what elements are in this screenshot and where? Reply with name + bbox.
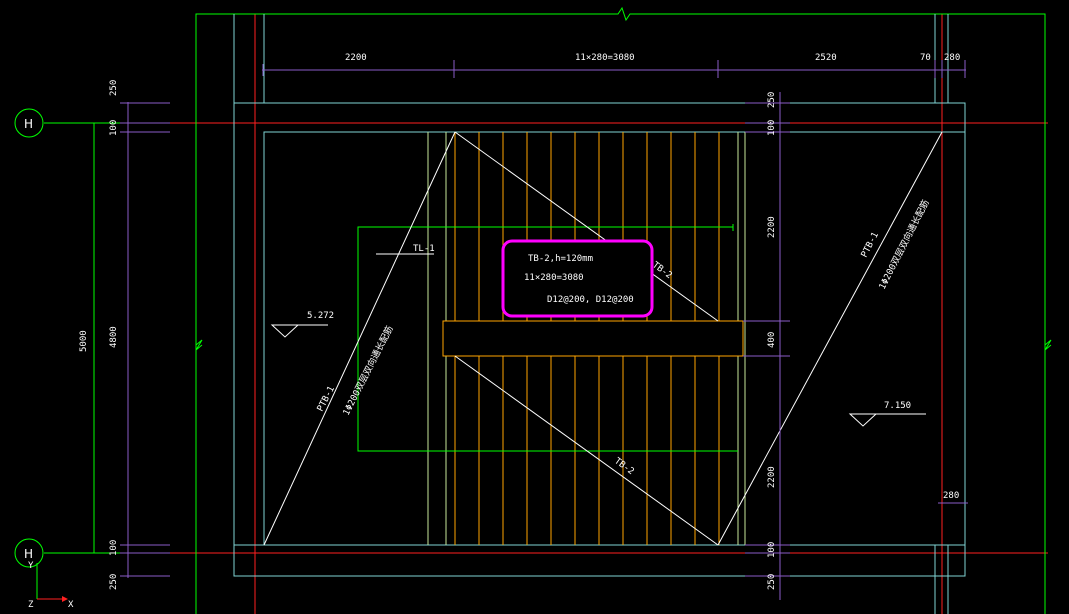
svg-text:H: H [24, 117, 33, 131]
dim-right-250-top: 250 [767, 92, 777, 108]
dim-right-100-top: 100 [767, 120, 777, 136]
svg-text:Y: Y [28, 561, 34, 571]
svg-text:H: H [24, 547, 33, 561]
tl-label: TL-1 [413, 244, 435, 254]
dim-top-280: 280 [944, 53, 960, 63]
highlight-line-3: D12@200, D12@200 [547, 295, 634, 305]
dim-top-2520: 2520 [815, 53, 837, 63]
svg-text:7.150: 7.150 [884, 401, 911, 411]
svg-text:Z: Z [28, 600, 34, 610]
right-dimension-chain [745, 92, 968, 600]
dim-left-4800: 4800 [109, 326, 119, 348]
dim-right-280: 280 [943, 491, 959, 501]
inner-structure [233, 14, 966, 614]
dim-right-250-bottom: 250 [767, 574, 777, 590]
slab-diagonals [263, 131, 943, 546]
dim-left-100-bottom: 100 [109, 540, 119, 556]
dim-top-2200: 2200 [345, 53, 367, 63]
dim-left-250-top: 250 [109, 80, 119, 96]
elevation-marker-left: 5.272 [270, 311, 334, 338]
ucs-icon: Y Z X [28, 561, 74, 610]
ptb-right-note: 1Φ200双层双向通长配筋 [876, 198, 932, 292]
dim-right-400: 400 [767, 332, 777, 348]
axis-bubble-top[interactable]: H [14, 108, 44, 138]
axis-lines [44, 14, 1048, 614]
dim-right-100-bottom: 100 [767, 542, 777, 558]
tl-frame [357, 224, 738, 452]
left-dimension-chain [120, 102, 170, 578]
dim-top-70: 70 [920, 53, 931, 63]
highlight-line-1: TB-2,h=120mm [528, 254, 593, 264]
ptb-right-label: PTB-1 [860, 231, 881, 260]
dim-left-100-top: 100 [109, 120, 119, 136]
highlight-box[interactable]: TB-2,h=120mm 11×280=3080 D12@200, D12@20… [501, 239, 654, 318]
tb-upper-label: TB-2 [650, 260, 673, 281]
top-dimension-chain [262, 60, 966, 78]
svg-text:X: X [68, 600, 74, 610]
svg-text:5.272: 5.272 [307, 311, 334, 321]
dim-right-2200-top: 2200 [767, 216, 777, 238]
tb-lower-label: TB-2 [612, 456, 635, 477]
dim-right-2200-bottom: 2200 [767, 466, 777, 488]
dim-top-stairs: 11×280=3080 [575, 53, 635, 63]
ptb-left-note: 1Φ200双层双向通长配筋 [340, 324, 396, 418]
elevation-marker-right: 7.150 [848, 401, 926, 427]
landing-beam [442, 320, 744, 357]
dim-left-250-bottom: 250 [109, 574, 119, 590]
dim-left-5000: 5000 [79, 330, 89, 352]
highlight-line-2: 11×280=3080 [524, 273, 584, 283]
ptb-left-label: PTB-1 [316, 385, 337, 414]
axis-bubble-bottom[interactable]: H [14, 538, 44, 568]
